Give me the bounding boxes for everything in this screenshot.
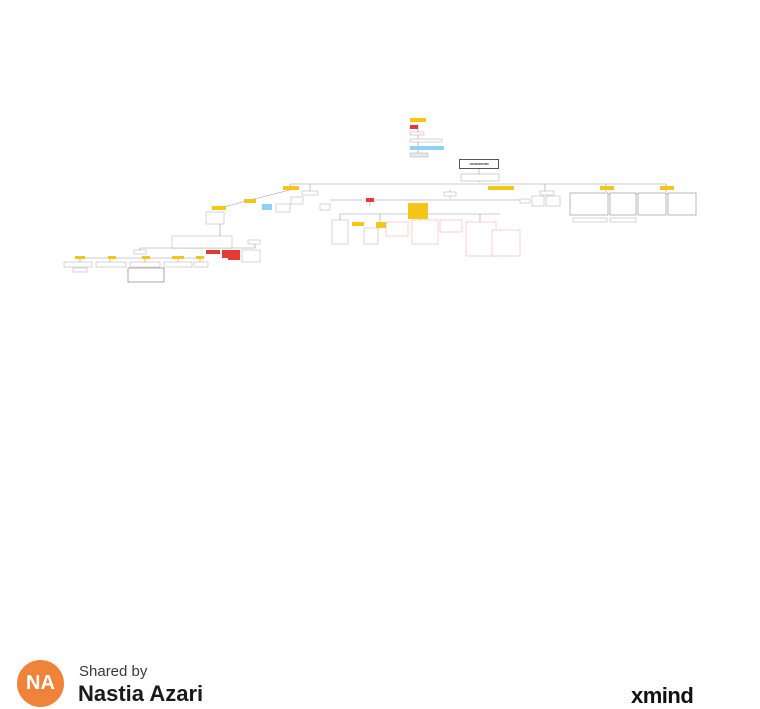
mind-map-canvas[interactable]: НОЗОЛОГИИ: [0, 0, 760, 320]
author-name: Nastia Azari: [78, 681, 204, 706]
author-avatar: NA: [17, 660, 64, 707]
left-subtree: [63, 196, 304, 283]
floating-notes: [409, 118, 444, 158]
shared-by-label: Shared by: [79, 663, 148, 680]
mind-map-diagram: [63, 118, 697, 283]
root-subnote: [460, 173, 500, 182]
xmind-logo[interactable]: xmind: [631, 683, 694, 708]
branch-topics: [283, 186, 674, 196]
connector-lines: [79, 124, 690, 272]
root-topic[interactable]: НОЗОЛОГИИ: [459, 159, 499, 169]
share-footer: NA Shared by Nastia Azari xmind: [0, 320, 760, 708]
right-subtree: [569, 192, 697, 223]
center-subtree: [319, 191, 561, 257]
